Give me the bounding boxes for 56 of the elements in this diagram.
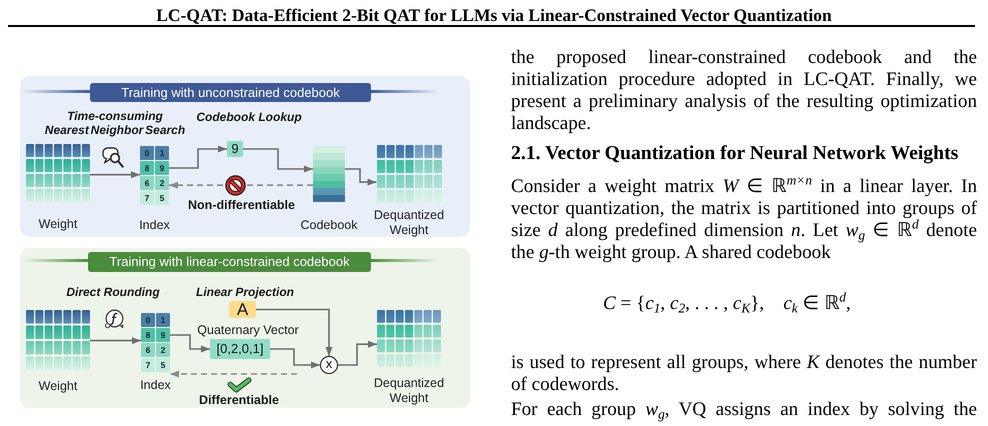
paragraph: the proposed linear-constrained codebook and the initialization procedure adopted in LC-QAT. Finally, we present a preliminary analysis of the resulting optimization landscape. <box>511 47 977 135</box>
multiply-circle: x <box>320 356 338 374</box>
paragraph: For each group w$_{g}$, VQ assigns an index by solving the <box>511 399 977 421</box>
section-banner: Training with linear-constrained codebook <box>88 252 371 272</box>
box-caption: Quaternary Vector <box>197 322 299 338</box>
index-cell: 0 <box>140 146 154 160</box>
node-label: Dequantized Weight <box>373 376 445 406</box>
equation: C = {c$_{1}$, c$_{2}$, . . . , c$_{K}$}, c$_{k}$ ∈ ℝ$^{d}$, <box>603 292 851 316</box>
edge-label: Direct Rounding <box>66 285 160 299</box>
vector-box: [0,2,0,1] <box>210 339 270 359</box>
index-cell: 5 <box>156 358 170 372</box>
arrow <box>256 308 332 356</box>
index-cell: 1 <box>156 313 170 327</box>
index-cell: 7 <box>141 358 155 372</box>
paragraph: is used to represent all groups, where K denotes the number of codewords. <box>511 352 977 396</box>
dashed-arrow <box>169 182 313 189</box>
index-cell: 9 <box>155 161 169 175</box>
edge-label: Differentiable <box>199 393 279 408</box>
arrow <box>338 340 377 366</box>
index-cell: 0 <box>141 313 155 327</box>
index-cell: 8 <box>140 161 154 175</box>
step-heading: Linear Projection <box>196 285 294 299</box>
arrow <box>345 168 376 186</box>
arrow <box>243 148 313 172</box>
value-tile: 9 <box>227 141 243 157</box>
edge-label: Time-consuming Nearest Neighbor Search <box>44 109 186 137</box>
panel-background <box>20 76 470 237</box>
section-heading: 2.1. Vector Quantization for Neural Network Weights <box>511 142 958 164</box>
edge-label: Non-differentiable <box>188 198 295 212</box>
letter-tile: A <box>229 301 256 318</box>
arrow <box>169 146 227 169</box>
node-label: Dequantized Weight <box>372 208 446 238</box>
index-cell: 9 <box>156 328 170 342</box>
arrow <box>90 337 141 344</box>
node-label: Weight <box>38 378 78 394</box>
index-cell: 8 <box>141 328 155 342</box>
section-banner: Training with unconstrained codebook <box>90 83 371 102</box>
arrow <box>170 334 210 352</box>
node-label: Weight <box>38 216 78 232</box>
index-cell: 5 <box>155 191 169 205</box>
index-cell: 6 <box>140 176 154 190</box>
index-cell: 2 <box>156 343 170 357</box>
node-label: Index <box>139 378 172 392</box>
dashed-arrow <box>170 370 297 378</box>
paragraph: Consider a weight matrix W ∈ ℝ$^{m×n}$ in a linear layer. In vector quantization, the matrix is partitioned into groups of size d along predefined dimension n. Let w$_{g}$ ∈ ℝ$^{d}$ denote the g-th weight group. A shared codebook <box>511 176 977 264</box>
node-label: Codebook <box>300 218 358 232</box>
index-cell: 7 <box>140 191 154 205</box>
index-cell: 2 <box>155 176 169 190</box>
running-title: LC-QAT: Data-Efficient 2-Bit QAT for LLMs via Linear-Constrained Vector Quantization <box>155 4 833 26</box>
node-label: Index <box>138 218 171 232</box>
panel-background <box>20 248 470 408</box>
index-cell: 1 <box>155 146 169 160</box>
arrow <box>90 171 140 178</box>
step-heading: Codebook Lookup <box>196 110 302 124</box>
index-cell: 6 <box>141 343 155 357</box>
arrow <box>270 348 320 368</box>
